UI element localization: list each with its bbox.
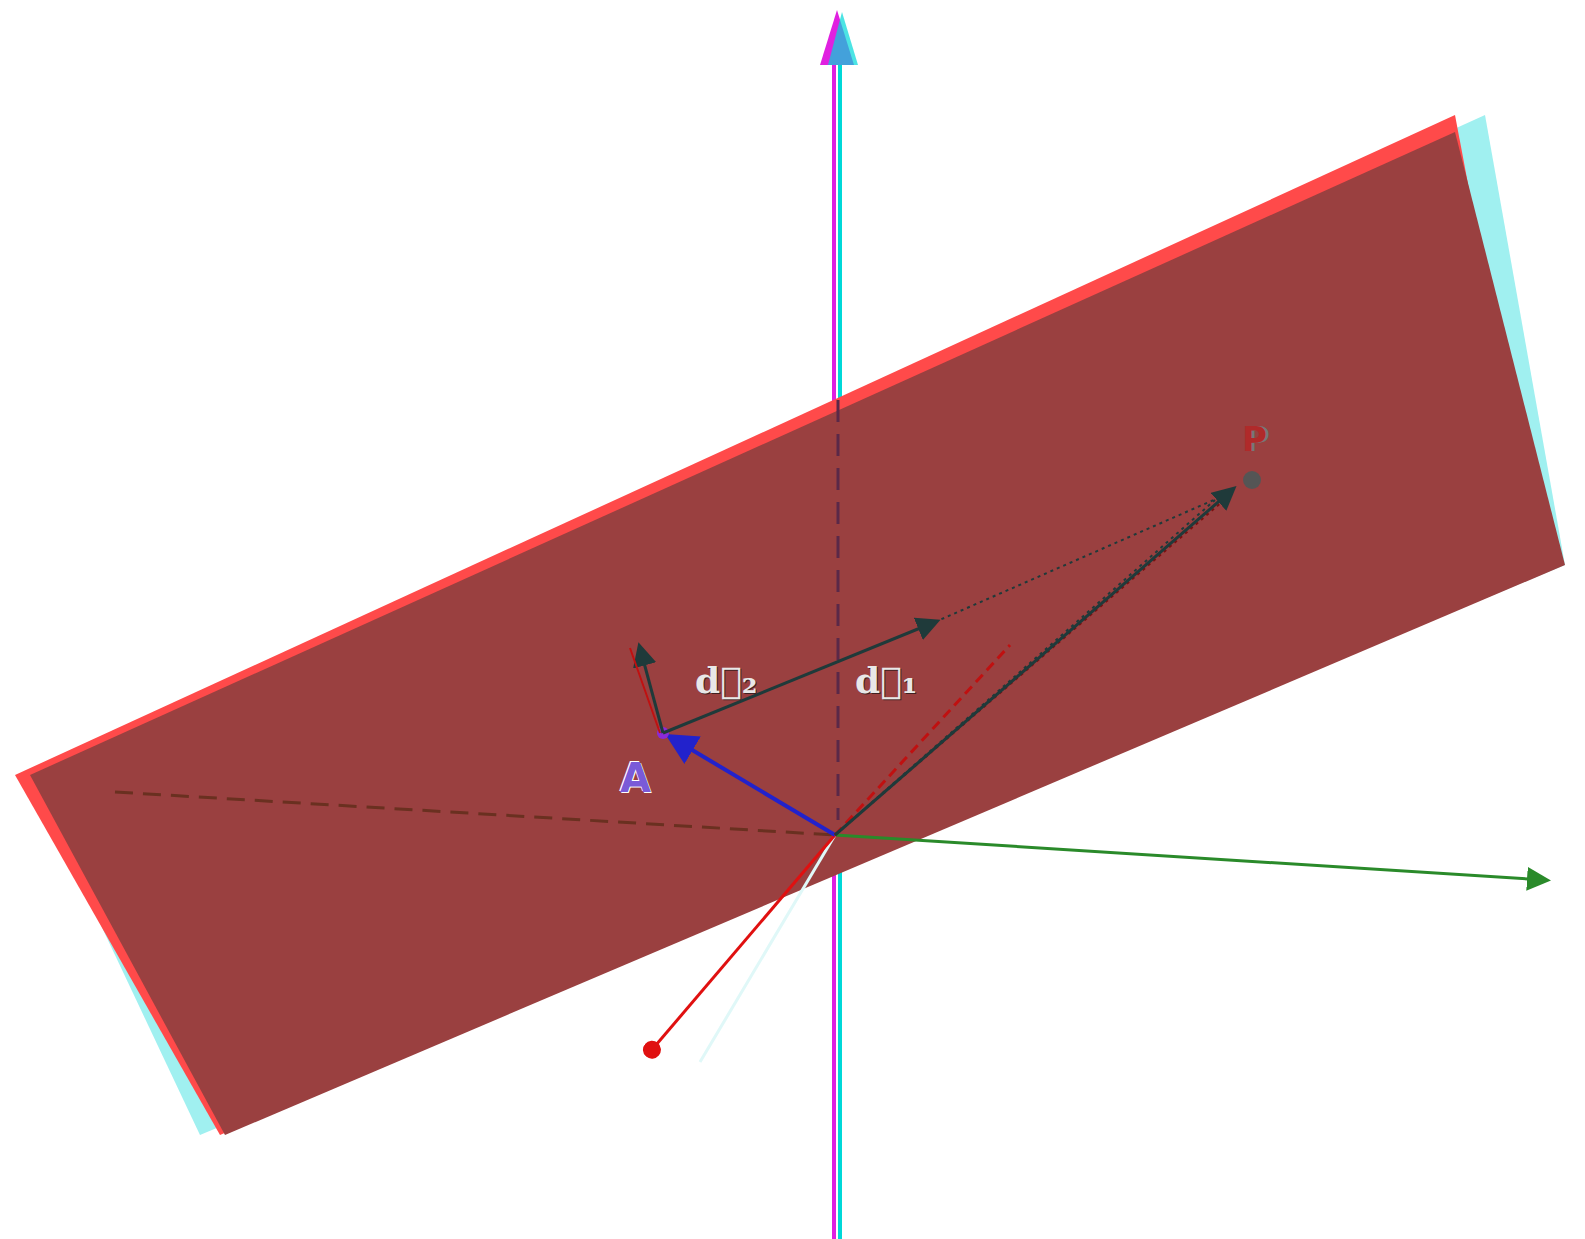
point-label: A bbox=[620, 758, 651, 798]
vector-label: d⃗₂ bbox=[695, 662, 758, 698]
vector-label: d⃗₁ bbox=[855, 662, 918, 698]
point-label: P bbox=[1242, 422, 1267, 456]
